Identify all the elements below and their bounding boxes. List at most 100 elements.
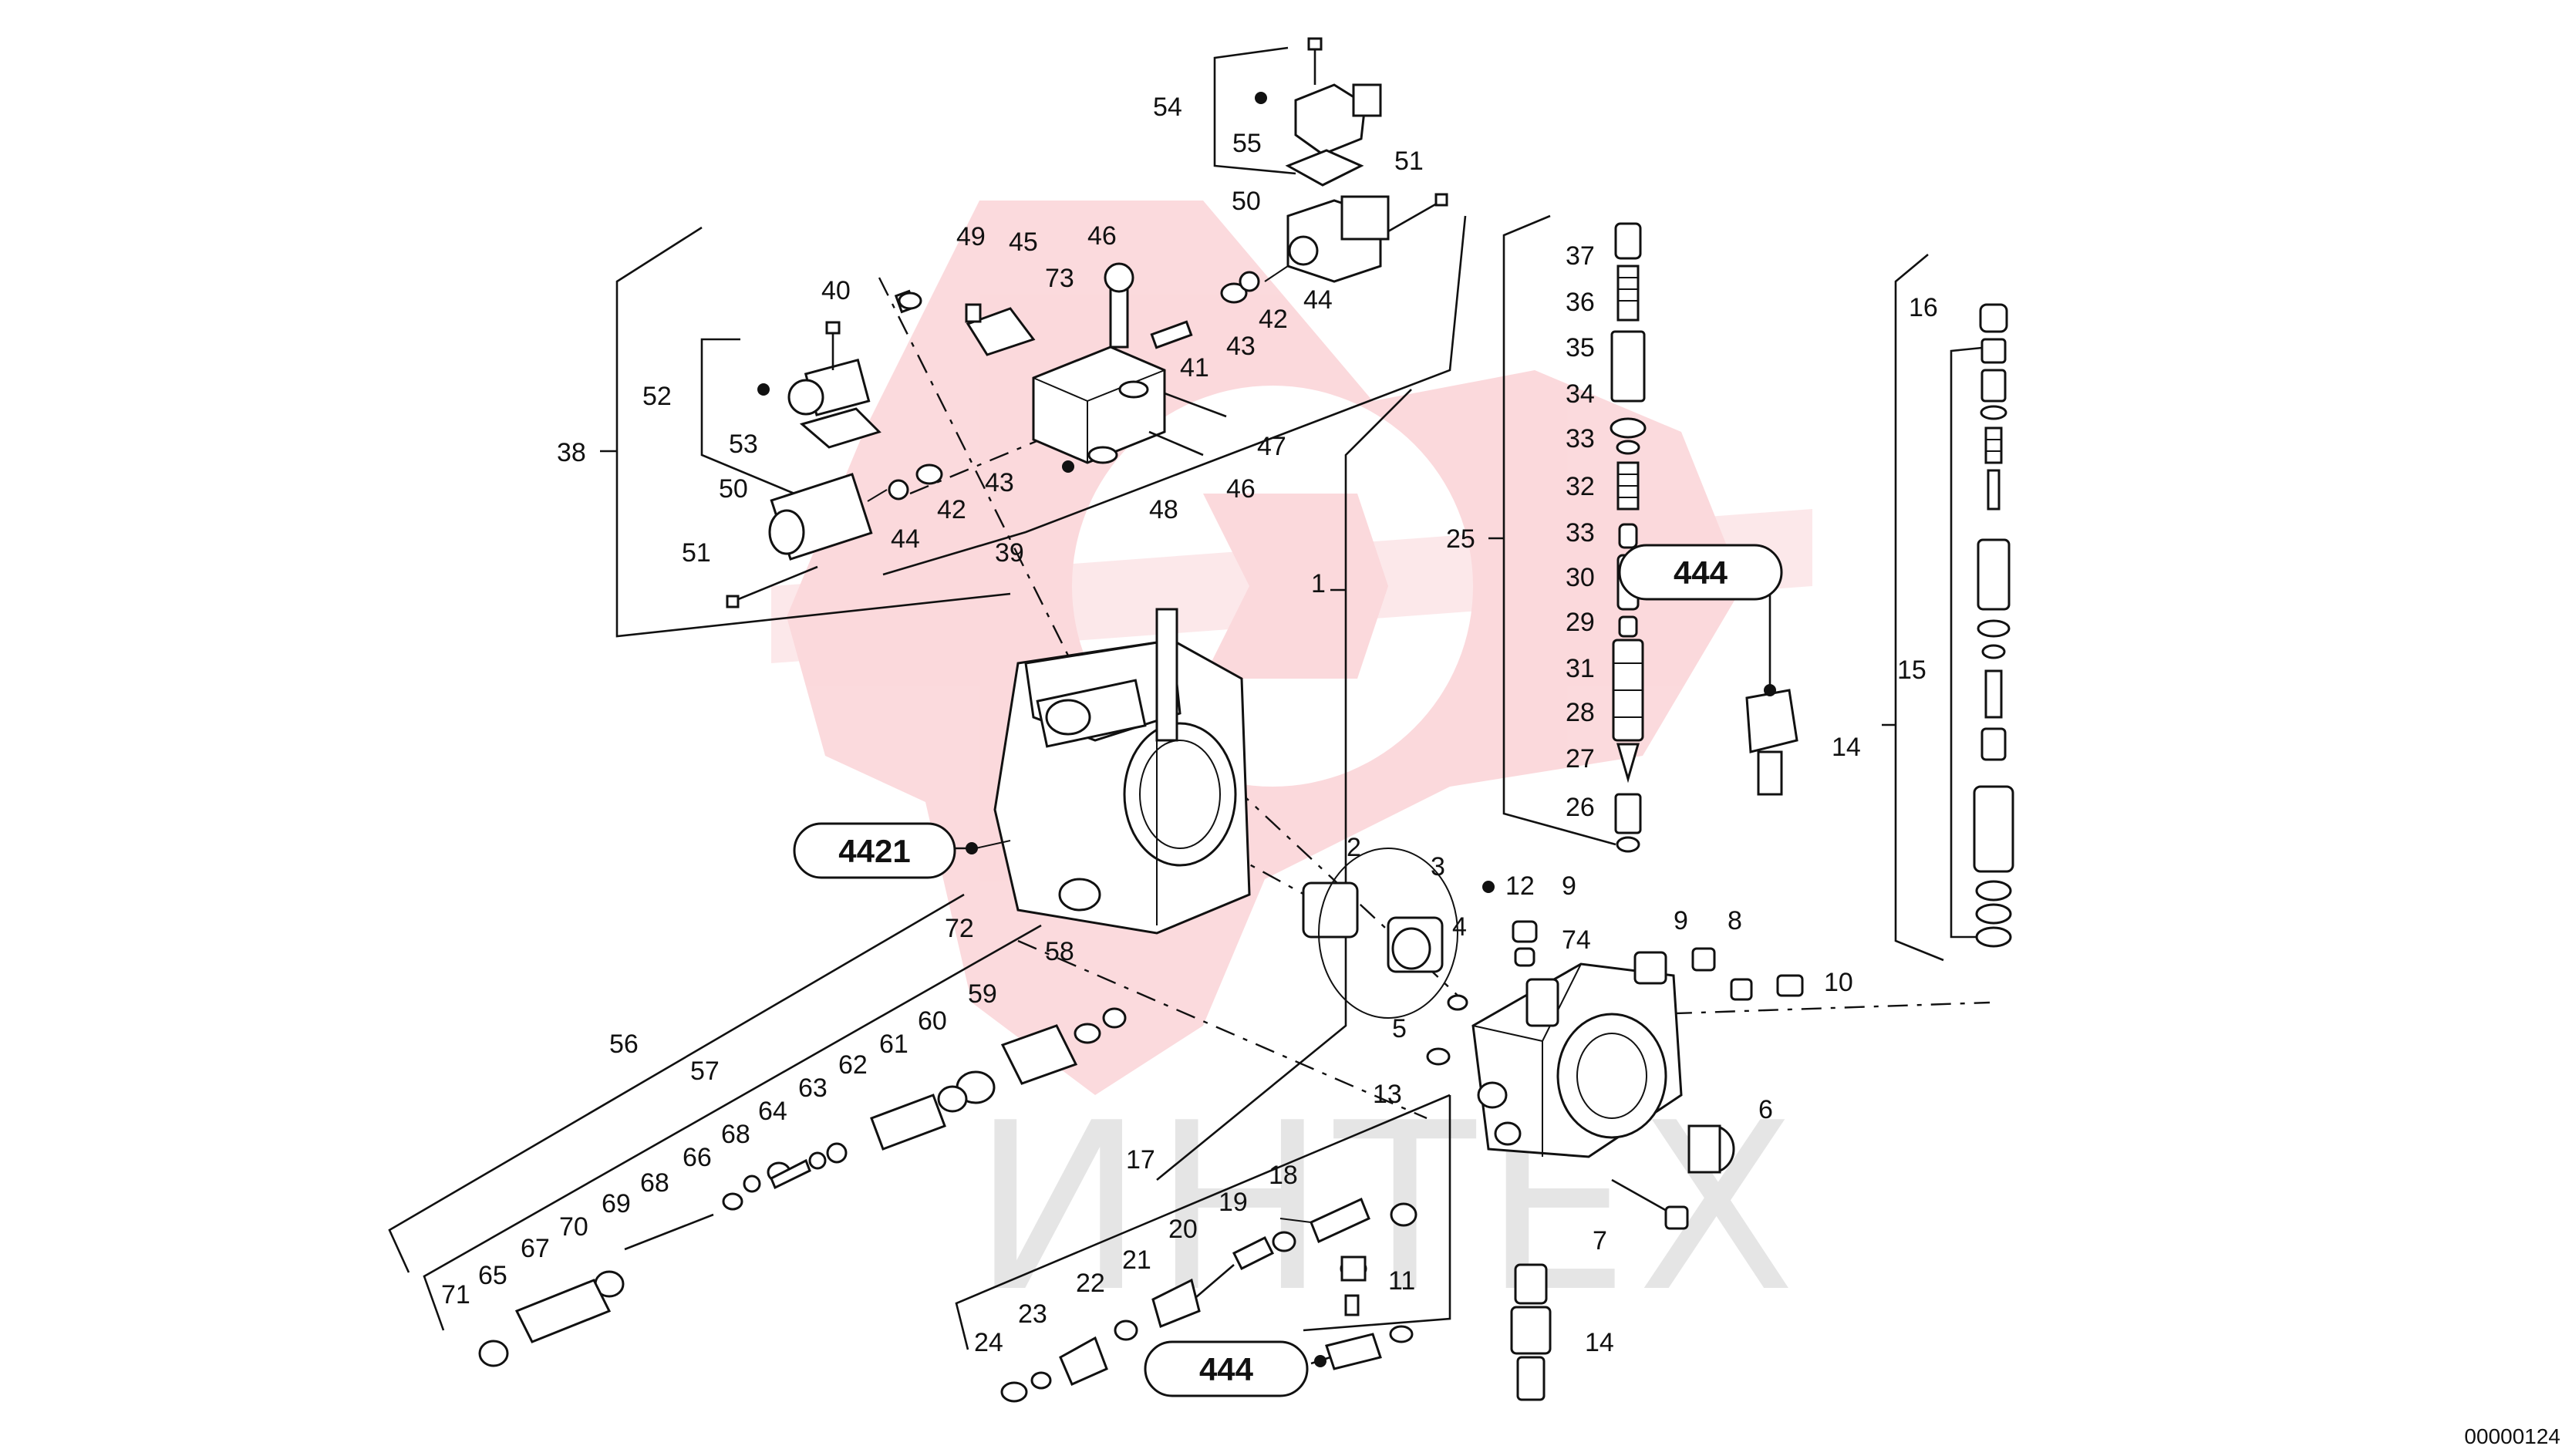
- label-52: 52: [642, 382, 672, 411]
- label-5: 5: [1392, 1014, 1407, 1043]
- label-33a: 33: [1566, 424, 1595, 453]
- label-63: 63: [798, 1073, 828, 1103]
- label-21: 21: [1122, 1245, 1151, 1275]
- label-27: 27: [1566, 744, 1595, 774]
- label-46b: 46: [1226, 474, 1256, 504]
- label-39: 39: [995, 538, 1024, 568]
- label-53: 53: [729, 430, 758, 459]
- left-solenoid-assembly: [726, 321, 881, 608]
- label-28: 28: [1566, 698, 1595, 727]
- label-31: 31: [1566, 654, 1595, 683]
- label-4: 4: [1452, 912, 1467, 942]
- label-12: 12: [1505, 871, 1535, 901]
- spool-assembly-17: [1000, 1197, 1417, 1403]
- label-51b: 51: [682, 538, 711, 568]
- label-40: 40: [821, 276, 851, 305]
- label-48: 48: [1149, 495, 1178, 524]
- spool-assembly-56: [478, 1007, 1127, 1367]
- label-35: 35: [1566, 333, 1595, 362]
- label-11: 11: [1388, 1266, 1415, 1296]
- label-20: 20: [1168, 1215, 1198, 1244]
- label-64: 64: [758, 1097, 787, 1126]
- label-30: 30: [1566, 563, 1595, 592]
- label-23: 23: [1018, 1299, 1047, 1329]
- label-25: 25: [1446, 524, 1475, 554]
- label-51a: 51: [1394, 147, 1424, 176]
- top-solenoid-assembly: [1285, 37, 1448, 283]
- label-13: 13: [1373, 1080, 1402, 1109]
- relief-valve-stack: [1610, 222, 1647, 853]
- pilot-valve-stack: [1973, 303, 2014, 948]
- label-44b: 44: [891, 524, 920, 554]
- callout-444-right: 444: [1618, 544, 1783, 696]
- label-50a: 50: [1232, 187, 1261, 216]
- bracket-lines: [388, 46, 1994, 1350]
- label-14b: 14: [1585, 1328, 1614, 1357]
- label-65: 65: [478, 1261, 507, 1290]
- label-70: 70: [559, 1212, 588, 1242]
- label-2: 2: [1347, 833, 1361, 862]
- label-60: 60: [918, 1006, 947, 1036]
- label-62: 62: [838, 1050, 868, 1080]
- label-7: 7: [1593, 1226, 1607, 1255]
- label-67: 67: [521, 1234, 550, 1263]
- label-50b: 50: [719, 474, 748, 504]
- label-59: 59: [968, 979, 997, 1009]
- pump-housing: [993, 608, 1251, 935]
- svg-text:4421: 4421: [838, 833, 910, 869]
- label-8: 8: [1728, 906, 1742, 935]
- label-54: 54: [1153, 93, 1182, 122]
- label-17: 17: [1126, 1145, 1155, 1175]
- front-housing: [1302, 848, 1804, 1230]
- label-69: 69: [602, 1189, 631, 1218]
- label-47: 47: [1257, 432, 1286, 461]
- label-16: 16: [1909, 293, 1938, 322]
- label-68a: 68: [721, 1120, 750, 1149]
- label-73: 73: [1045, 264, 1074, 293]
- label-57: 57: [690, 1057, 720, 1086]
- label-6: 6: [1758, 1095, 1773, 1124]
- label-46a: 46: [1087, 221, 1117, 251]
- label-71: 71: [441, 1280, 470, 1309]
- label-32: 32: [1566, 472, 1595, 501]
- label-36: 36: [1566, 288, 1595, 317]
- label-42b: 42: [937, 495, 966, 524]
- label-58: 58: [1045, 937, 1074, 966]
- label-61: 61: [879, 1030, 908, 1059]
- label-43b: 43: [985, 468, 1014, 497]
- label-68b: 68: [640, 1168, 669, 1198]
- svg-text:444: 444: [1674, 554, 1728, 591]
- callout-444-lower: 444: [1144, 1340, 1326, 1397]
- label-55: 55: [1232, 129, 1262, 158]
- label-10: 10: [1824, 968, 1853, 997]
- document-id: 00000124: [2464, 1424, 2560, 1448]
- svg-text:444: 444: [1199, 1351, 1254, 1387]
- small-parts-cluster: [867, 265, 1289, 502]
- marker-dots: [757, 92, 1495, 893]
- label-66: 66: [683, 1143, 712, 1172]
- label-29: 29: [1566, 608, 1595, 637]
- label-18: 18: [1269, 1161, 1298, 1190]
- label-45: 45: [1009, 228, 1038, 257]
- label-24: 24: [974, 1328, 1003, 1357]
- connector-444-right: [1745, 592, 1798, 796]
- label-44a: 44: [1303, 285, 1333, 315]
- label-34: 34: [1566, 379, 1595, 409]
- label-74: 74: [1562, 925, 1591, 955]
- label-1: 1: [1311, 569, 1326, 598]
- label-43a: 43: [1226, 332, 1256, 361]
- label-14a: 14: [1832, 733, 1861, 762]
- label-3: 3: [1431, 852, 1445, 881]
- label-37: 37: [1566, 241, 1595, 271]
- part-labels: 1 2 3 4 5 6 7 8 9 9 10 11 12 13 14 14 15…: [441, 93, 1938, 1357]
- label-33b: 33: [1566, 518, 1595, 548]
- label-19: 19: [1219, 1188, 1248, 1217]
- label-9a: 9: [1562, 871, 1576, 901]
- label-9b: 9: [1674, 906, 1688, 935]
- label-22: 22: [1076, 1269, 1105, 1298]
- label-56: 56: [609, 1030, 639, 1059]
- watermark-text: ИНТЕХ: [972, 1073, 1803, 1343]
- label-26: 26: [1566, 793, 1595, 822]
